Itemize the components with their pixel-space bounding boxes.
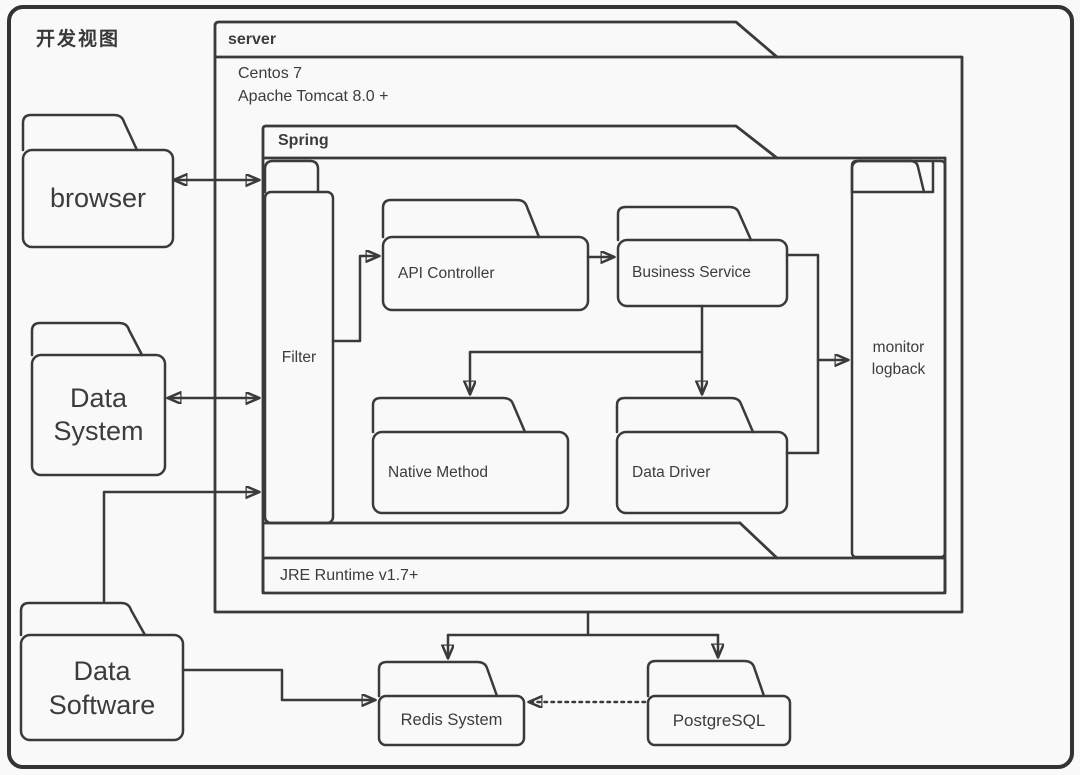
arrow-data-software-redis [181,668,375,700]
browser-folder-tab [21,113,139,152]
diagram-outer-frame [7,5,1074,769]
api-controller-folder-tab [381,198,541,239]
redis-folder-tab [377,660,499,698]
arrow-data-software-filter [102,492,259,603]
browser-folder-body [21,148,175,249]
data-system-folder-tab [30,321,144,357]
data-software-folder-tab [19,601,147,637]
business-service-folder-tab [616,205,753,242]
postgresql-folder-body [646,694,792,747]
api-controller-folder-body [381,235,590,312]
data-driver-node-label: Data Driver [632,463,711,481]
redis-folder-body [377,694,526,747]
arrow-business-service-native-method [470,350,704,394]
monitor-folder-tab-bottom [850,159,935,194]
filter-node-label: Filter [281,348,317,366]
data-system-label-line-1: Data [69,383,128,413]
connector-server-to-databases [446,611,720,637]
monitor-folder-tab [850,159,926,194]
monitor-node-label: monitor logback [852,161,945,557]
native-method-folder-body [371,430,570,515]
data-driver-folder-body [615,430,789,515]
diagram-title: 开发视图 [36,29,121,50]
monitor-label-line-2: logback [871,361,926,378]
browser-node-label: browser [49,183,147,213]
connector-business-data-driver-to-monitor [785,253,820,455]
data-software-label-line-2: Software [48,689,156,720]
business-service-node-label: Business Service [632,264,751,281]
redis-node-label: Redis System [400,711,503,729]
data-system-label-line-2: System [53,416,144,446]
data-system-node-label: Data System [32,355,165,475]
server-package-tab [213,20,779,59]
data-driver-folder-tab [615,396,755,434]
data-software-folder-body [19,633,185,742]
jre-folder-slant [738,521,779,560]
jre-runtime-label: JRE Runtime v1.7+ [280,566,419,584]
jre-folder-body [261,556,947,595]
data-software-label-line-1: Data [73,655,131,686]
server-package-label: server [228,31,277,48]
data-system-folder-body [30,353,167,477]
data-software-node-label: Data Software [21,635,183,740]
monitor-label-line-1: monitor [872,339,925,356]
native-method-folder-tab [371,396,527,434]
spring-package-tab [261,124,779,160]
postgresql-folder-tab [646,659,766,698]
postgresql-node-label: PostgreSQL [672,710,766,730]
server-env-line-1: Centos 7 [238,65,303,82]
filter-folder-tab [263,159,320,194]
native-method-node-label: Native Method [388,463,488,481]
filter-folder-body [263,190,335,525]
server-env-line-2: Apache Tomcat 8.0 + [238,88,389,105]
spring-package-label: Spring [278,132,329,149]
api-controller-node-label: API Controller [398,264,495,282]
arrow-filter-api-controller [331,256,379,343]
